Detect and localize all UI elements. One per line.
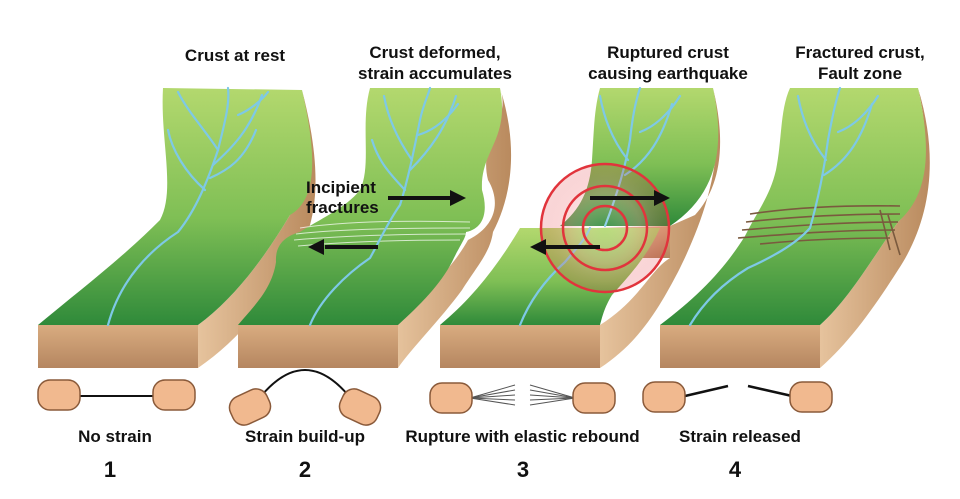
stage-4-number: 4 [728, 457, 742, 482]
stage-3-caption: Rupture with elastic rebound [405, 427, 640, 446]
earthquake-rings [539, 162, 671, 294]
block-2-top [238, 88, 503, 325]
stage-4-title-line-1: Fractured crust, [795, 43, 925, 62]
hand-pairs [37, 369, 833, 426]
right-fist [338, 388, 382, 426]
right-fist [152, 379, 196, 411]
left-fist [228, 388, 272, 426]
block-1-river [106, 86, 270, 327]
stage-2-title-line-1: Crust deformed, [369, 43, 501, 62]
left-fist [642, 381, 686, 413]
arrow-right-stage-3 [590, 190, 670, 206]
hands-rupture [429, 382, 616, 414]
left-fist [37, 379, 81, 411]
stage-1-title: Crust at rest [160, 45, 310, 66]
stage-1-title-line-1: Crust at rest [184, 46, 286, 65]
block-4-cliff [820, 88, 930, 368]
motion-arrows [308, 190, 670, 255]
block-4-front [660, 325, 820, 368]
fault-zone-lines [737, 205, 901, 256]
block-4-river [688, 86, 880, 327]
left-fist [429, 382, 473, 414]
stage-3-title-line-1: Ruptured crust [607, 43, 729, 62]
incipient-fractures-line-1: Incipient [306, 178, 376, 197]
incipient-fractures-line-2: fractures [306, 198, 379, 217]
stage-2-title-line-2: strain accumulates [357, 64, 512, 83]
block-4 [660, 86, 930, 368]
arrow-left-stage-2 [308, 239, 378, 255]
block-2 [238, 86, 512, 368]
stage-3-title: Ruptured crust causing earthquake [568, 42, 768, 84]
stage-1-number: 1 [103, 457, 117, 482]
block-1-front [38, 325, 198, 368]
stage-3-number: 3 [516, 457, 530, 482]
block-3-cliff [600, 88, 721, 368]
right-fist [789, 381, 833, 413]
right-fist [572, 382, 616, 414]
stage-2-caption: Strain build-up [245, 427, 365, 446]
stage-2-title: Crust deformed, strain accumulates [340, 42, 530, 84]
stage-1-caption: No strain [78, 427, 152, 446]
arrow-left-stage-3 [530, 239, 600, 255]
incipient-fractures-label: Incipient fractures [306, 178, 396, 218]
stage-2-number: 2 [298, 457, 312, 482]
hands-strain-released [642, 381, 833, 413]
stage-4-title: Fractured crust, Fault zone [780, 42, 940, 84]
block-4-top [660, 88, 926, 325]
hands-no-strain [37, 379, 196, 411]
stage-4-title-line-2: Fault zone [817, 64, 903, 83]
stage-3-title-line-2: causing earthquake [588, 64, 748, 83]
block-2-front [238, 325, 398, 368]
stage-4-caption: Strain released [679, 427, 801, 446]
arrow-right-stage-2 [388, 190, 466, 206]
block-2-river [308, 86, 460, 327]
block-3-front [440, 325, 600, 368]
hands-strain-build-up [228, 369, 382, 426]
block-1-top [38, 88, 313, 325]
block-1 [38, 86, 316, 368]
